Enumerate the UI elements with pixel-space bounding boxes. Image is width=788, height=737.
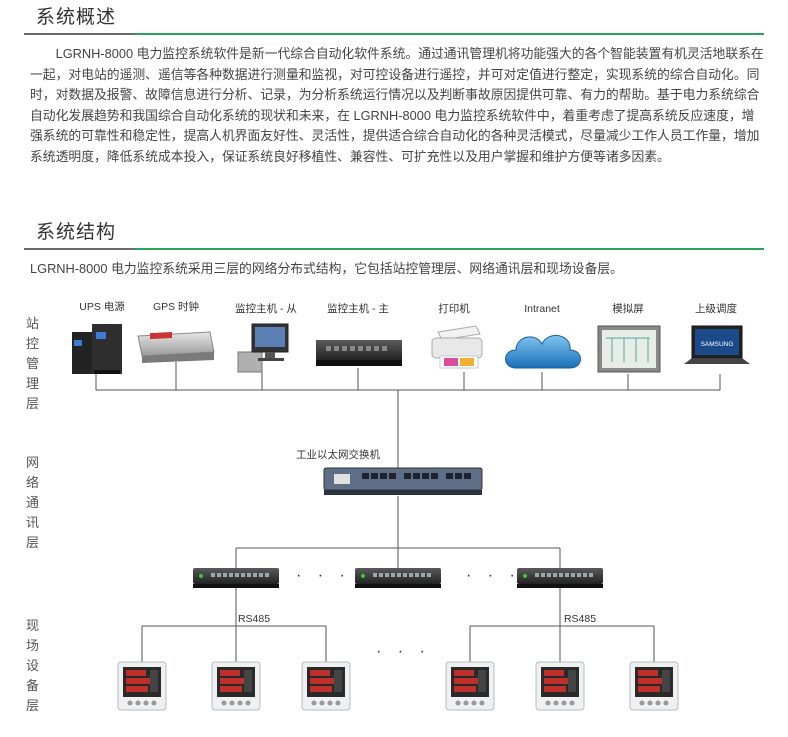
ellipsis-switches-right: · · ·	[466, 567, 521, 584]
field-meter-1	[117, 661, 167, 711]
label-rs485-left: RS485	[238, 613, 270, 625]
access-switch-middle	[355, 568, 441, 588]
structure-title: 系统结构	[36, 222, 117, 243]
intranet-cloud-icon	[505, 335, 581, 369]
structure-section-header: 系统结构	[24, 219, 764, 250]
printer-device	[431, 325, 483, 369]
label-host-slave: 监控主机 - 从	[235, 302, 297, 315]
gps-clock-device	[137, 331, 215, 363]
connection-lines	[95, 362, 721, 662]
field-meter-3	[301, 661, 351, 711]
overview-section-header: 系统概述	[24, 4, 764, 35]
host-slave-device	[237, 323, 289, 373]
label-host-master: 监控主机 - 主	[327, 302, 389, 315]
overview-title: 系统概述	[36, 7, 117, 28]
field-meter-4	[445, 661, 495, 711]
layer-label-station: 站控管理层	[26, 316, 40, 411]
ellipsis-switches-left: · · ·	[296, 567, 351, 584]
label-printer: 打印机	[438, 302, 470, 315]
overview-paragraph: LGRNH-8000 电力监控系统软件是新一代综合自动化软件系统。通过通讯管理机…	[30, 46, 764, 164]
access-switch-left	[193, 568, 279, 588]
label-rs485-right: RS485	[564, 613, 596, 625]
laptop-device: SAMSUNG	[684, 325, 750, 364]
label-upper-dispatch: 上级调度	[695, 302, 737, 315]
field-meter-5	[535, 661, 585, 711]
ellipsis-meters: · · ·	[376, 643, 431, 660]
field-meter-2	[211, 661, 261, 711]
label-intranet: Intranet	[524, 303, 560, 315]
layer-label-field: 现场设备层	[26, 618, 40, 713]
core-ethernet-switch	[323, 467, 483, 495]
laptop-brand: SAMSUNG	[701, 341, 734, 348]
overview-divider	[24, 33, 764, 35]
label-core-switch: 工业以太网交换机	[296, 448, 380, 461]
label-ups: UPS 电源	[79, 300, 125, 313]
structure-paragraph: LGRNH-8000 电力监控系统采用三层的网络分布式结构，它包括站控管理层、网…	[30, 261, 623, 276]
label-gps: GPS 时钟	[153, 300, 199, 313]
structure-divider	[24, 248, 764, 250]
label-mimic: 模拟屏	[612, 302, 644, 315]
access-switch-right	[517, 568, 603, 588]
layer-label-network: 网络通讯层	[26, 455, 40, 550]
ups-device	[72, 324, 122, 374]
field-meter-6	[629, 661, 679, 711]
mimic-screen-device	[597, 325, 661, 373]
host-master-device	[316, 340, 402, 366]
